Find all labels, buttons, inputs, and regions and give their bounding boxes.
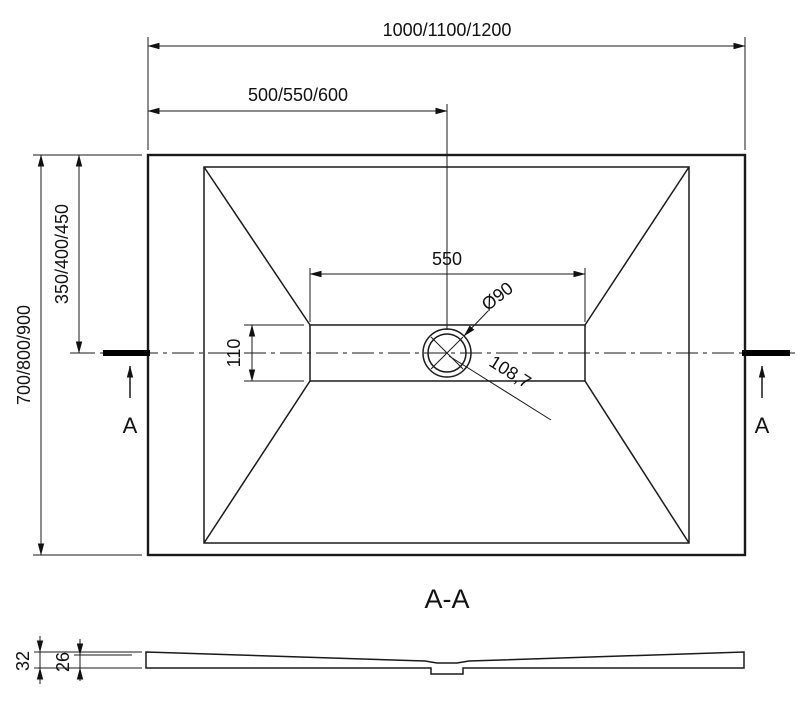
section-view-title: A-A [424,584,469,614]
slope-line-top-left [203,166,311,326]
dim-drain-zone-width: 550 [432,249,462,269]
dim-tray-thickness: 26 [53,652,73,672]
dim-overall-width: 1000/1100/1200 [383,20,512,40]
dim-half-depth: 350/400/450 [52,204,72,304]
leader-line-drain-diagonal [448,355,552,421]
section-marker-right-label: A [755,413,770,438]
dim-drain-diameter: Ø90 [478,278,517,315]
section-profile [145,651,745,675]
slope-line-bottom-right [584,380,690,544]
slope-line-bottom-left [203,380,311,544]
dim-half-width: 500/550/600 [248,85,348,105]
dim-drain-diagonal: 108,7 [486,351,535,392]
dim-overall-depth: 700/800/900 [14,305,34,405]
leader-line-drain-diameter [463,310,489,337]
slope-line-top-right [584,166,690,326]
dim-drain-zone-height: 110 [224,339,244,368]
section-marker-left-label: A [123,413,138,438]
dim-edge-thickness: 32 [13,651,33,671]
drain-cross-line-2 [430,336,464,370]
